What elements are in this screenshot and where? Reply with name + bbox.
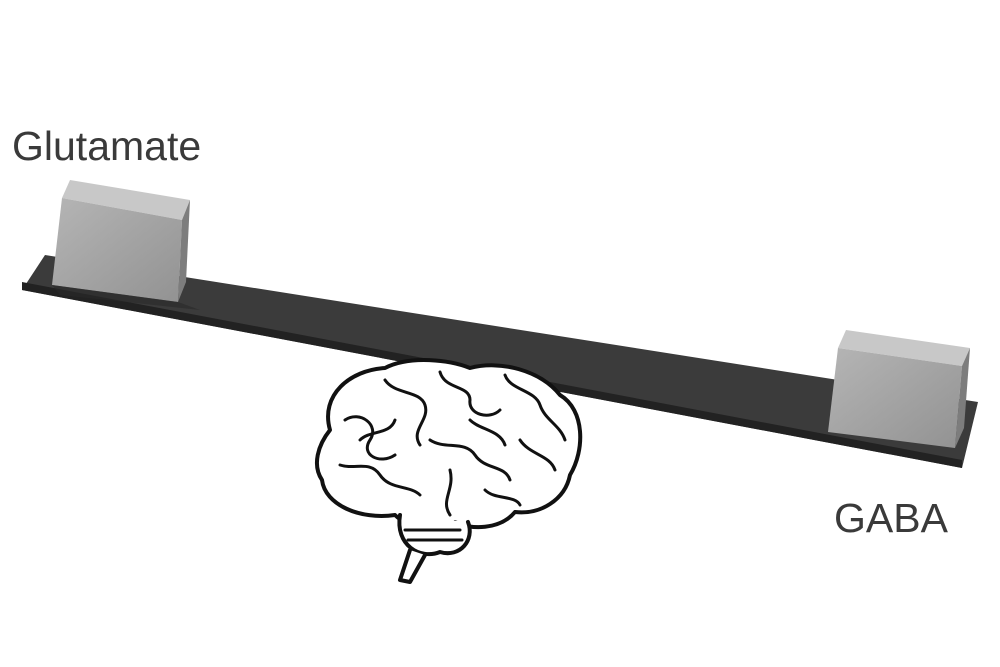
glutamate-weight-block [52, 180, 200, 310]
glutamate-label: Glutamate [12, 123, 202, 169]
brain-icon [314, 358, 583, 584]
gaba-label: GABA [834, 495, 948, 541]
gaba-weight-block [828, 330, 970, 448]
